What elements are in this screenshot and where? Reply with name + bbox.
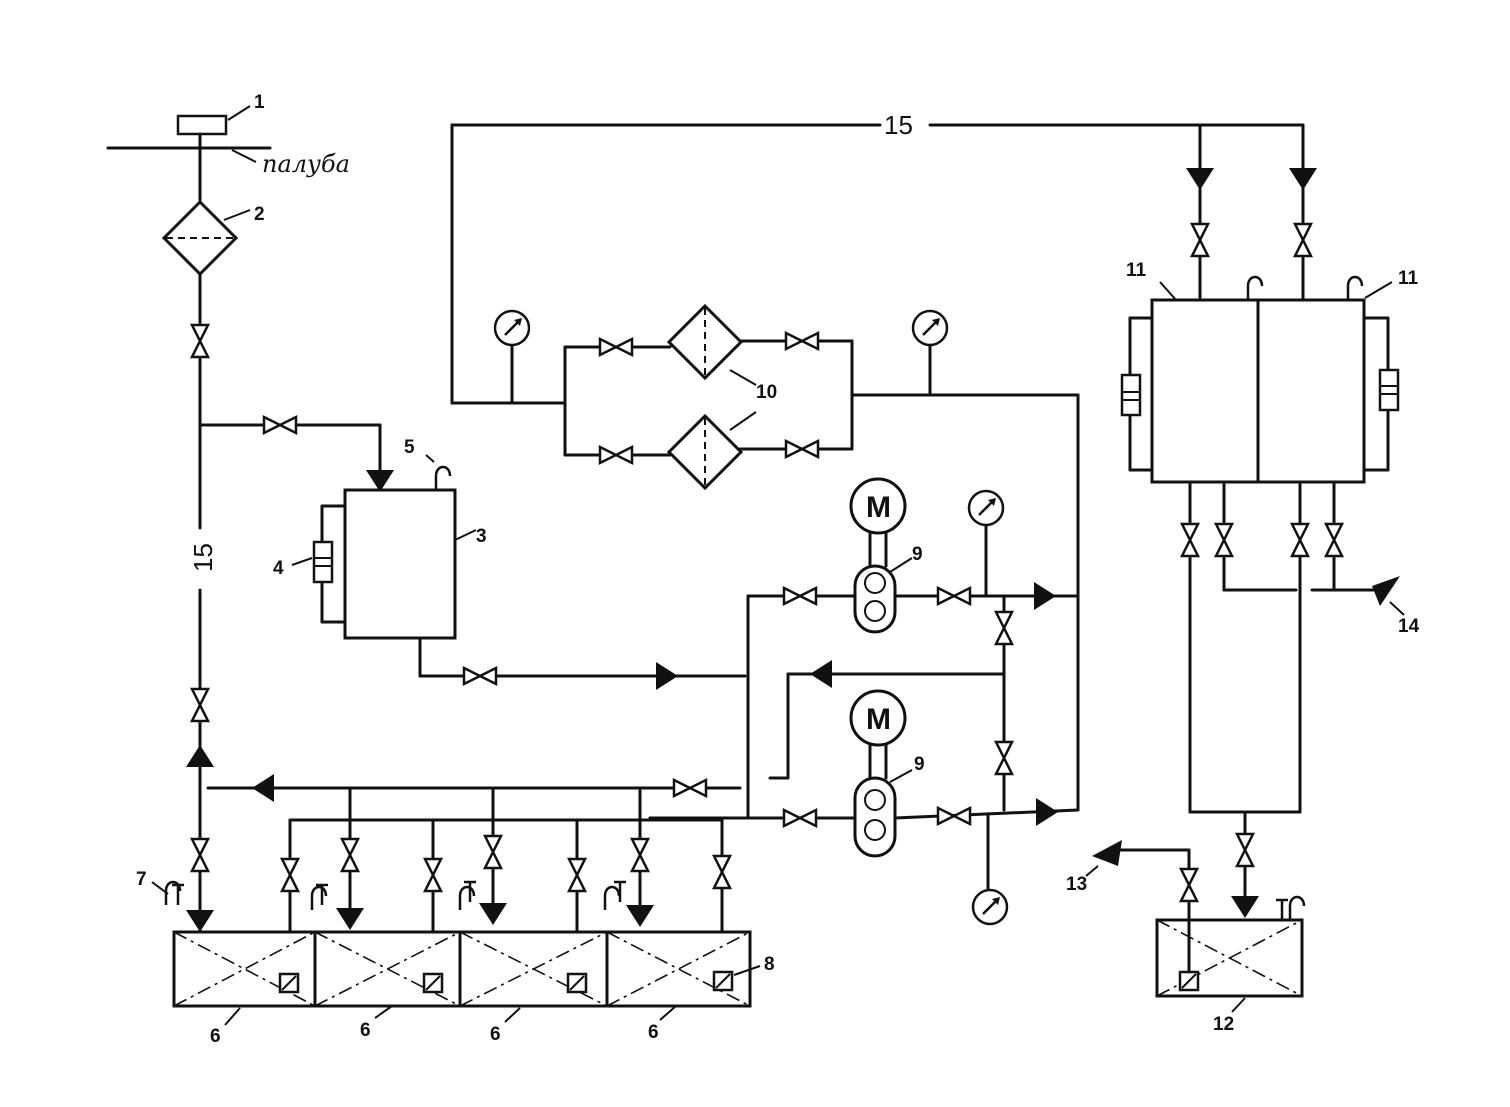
- arrow-down: [336, 908, 364, 930]
- air-pipe: [458, 885, 476, 912]
- pressure-gauge-icon: [967, 489, 1005, 527]
- service-tanks-11: [1150, 298, 1366, 484]
- valve: [1235, 832, 1255, 868]
- pump-9-upper: [853, 564, 897, 634]
- arrow-down: [479, 903, 507, 925]
- settling-tank-3: [343, 488, 457, 640]
- filter-10-top: [667, 304, 743, 380]
- label-8: 8: [764, 954, 775, 975]
- label-2: 2: [254, 204, 265, 225]
- air-pipe-5: [434, 465, 452, 492]
- sounding-pipe: [1274, 898, 1290, 922]
- valve: [190, 687, 210, 723]
- valve: [1179, 867, 1199, 903]
- valve: [936, 586, 972, 606]
- valve: [712, 854, 732, 890]
- valve: [782, 808, 818, 828]
- deck-filling-connection: [106, 114, 272, 202]
- level-gauge-4: [312, 504, 347, 624]
- valve: [994, 610, 1014, 646]
- valve: [462, 666, 498, 686]
- deck-label: палуба: [262, 150, 350, 178]
- label-11: 11: [1126, 260, 1147, 281]
- filter-10-bottom: [667, 414, 743, 490]
- air-pipe: [603, 885, 621, 912]
- label-6: 6: [648, 1022, 659, 1043]
- valve: [1180, 522, 1200, 558]
- label-1: 1: [254, 92, 265, 113]
- valve: [1293, 222, 1313, 258]
- label-15-left: 15: [188, 543, 218, 572]
- air-pipe: [1288, 895, 1306, 922]
- arrow-right: [656, 662, 678, 690]
- valve: [1324, 522, 1344, 558]
- arrow-outlet-13: [1092, 840, 1122, 866]
- air-pipe: [1246, 275, 1264, 302]
- valve: [190, 837, 210, 873]
- air-pipe: [1346, 275, 1364, 302]
- arrow-left: [252, 774, 274, 802]
- valve: [1214, 522, 1234, 558]
- valve: [262, 415, 298, 435]
- valve: [280, 857, 300, 893]
- valve: [1290, 522, 1310, 558]
- label-9: 9: [914, 754, 925, 775]
- valve: [340, 837, 360, 873]
- label-13: 13: [1066, 874, 1087, 895]
- arrow-left: [810, 660, 832, 688]
- storage-tanks-6: [172, 930, 752, 1008]
- label-3: 3: [476, 526, 487, 547]
- pressure-gauge-icon: [971, 888, 1009, 926]
- pressure-gauge-icon: [493, 309, 531, 347]
- level-gauge: [1120, 316, 1400, 472]
- label-6: 6: [210, 1026, 221, 1047]
- valve: [936, 806, 972, 826]
- label-15-top: 15: [884, 110, 913, 140]
- motor-label: M: [866, 703, 891, 736]
- valve: [784, 439, 820, 459]
- label-14: 14: [1398, 616, 1420, 637]
- label-4: 4: [273, 558, 284, 579]
- label-5: 5: [404, 437, 415, 458]
- valve: [567, 857, 587, 893]
- air-pipe: [310, 885, 328, 912]
- motor-label: M: [866, 491, 891, 524]
- arrow-down: [1289, 168, 1317, 190]
- arrow-up: [186, 745, 214, 767]
- label-11: 11: [1398, 268, 1419, 289]
- arrow-right: [1036, 798, 1058, 826]
- pressure-gauge-icon: [911, 309, 949, 347]
- label-10: 10: [756, 382, 777, 403]
- arrow-down: [186, 910, 214, 932]
- arrow-down: [1231, 896, 1259, 918]
- arrow-down: [626, 905, 654, 927]
- label-7: 7: [136, 869, 147, 890]
- valve: [672, 778, 708, 798]
- sounding-pipe: [612, 880, 628, 904]
- valve: [994, 740, 1014, 776]
- arrow-right: [1034, 582, 1056, 610]
- label-6: 6: [360, 1020, 371, 1041]
- valve: [483, 834, 503, 870]
- label-9: 9: [912, 544, 923, 565]
- motor-icon: [849, 689, 907, 747]
- valve: [784, 331, 820, 351]
- valve: [630, 837, 650, 873]
- arrow-down: [1186, 168, 1214, 190]
- valve: [190, 323, 210, 359]
- label-6: 6: [490, 1024, 501, 1045]
- label-12: 12: [1213, 1014, 1234, 1035]
- motor-icon: [849, 477, 907, 535]
- filter-2: [162, 200, 238, 276]
- valve: [782, 586, 818, 606]
- valve: [598, 337, 634, 357]
- valve: [423, 857, 443, 893]
- valve: [598, 445, 634, 465]
- sounding-pipe-7: [170, 883, 186, 907]
- valve: [1190, 222, 1210, 258]
- arrow-outlet-14: [1372, 576, 1400, 606]
- suction-valve-8: [278, 970, 734, 994]
